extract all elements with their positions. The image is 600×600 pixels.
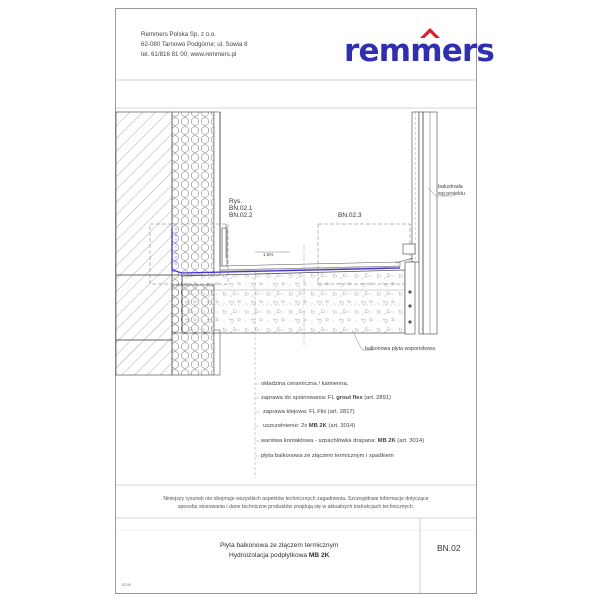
legend-item-tiles: okładzina ceramiczna / kamienna,: [261, 381, 349, 387]
waterproofing-line: [171, 228, 401, 274]
balcony-slab: [181, 269, 406, 334]
insulation-upper: [171, 111, 215, 276]
wall-upper: [115, 111, 173, 276]
disclaimer-note: Niniejszy rysunek nie obejmuje wszystkic…: [163, 496, 429, 510]
legend-item-contact-layer: warstwa kontaktowa - szpachlówka drapana…: [261, 438, 425, 444]
ref-label-bn022: BN.02.2: [229, 212, 253, 219]
drawing-code: BN.02: [437, 543, 461, 553]
thermal-break: [171, 274, 183, 334]
title-line-2: Hydroizolacja podpłytkowa MB 2K: [228, 552, 330, 559]
ref-label-bn021: BN.02.1: [229, 205, 253, 212]
company-address: 62-080 Tarnowo Podgórne; ul. Sowia 8: [141, 41, 248, 48]
detail-frame-1: [149, 223, 229, 285]
logo-roof-icon: [420, 28, 440, 38]
slope-label: 1,5%: [263, 252, 274, 257]
balustrade-label-1: balustrada: [438, 184, 463, 190]
legend-item-slab: płyta balkonowa ze złączem termicznym i …: [261, 453, 394, 459]
balustrade-post: [418, 111, 424, 335]
balustrade-label-2: wg projektu: [438, 191, 466, 197]
remmers-logo: remmers: [344, 33, 495, 69]
company-name: Remmers Polska Sp. z o.o.: [141, 31, 216, 38]
drawing-title: Płyta balkonowa ze złączem termicznym Hy…: [220, 541, 338, 561]
slab-label: balkonowa płyta wspornikowa: [365, 346, 436, 352]
floor-slab: [115, 274, 173, 341]
legend-item-sealing: uszczelnienie: 2x MB 2K (art. 3014): [263, 423, 356, 429]
title-line-1: Płyta balkonowa ze złączem termicznym: [220, 542, 339, 549]
legend-item-grout: zaprawa do spoinowania: FL grout flex (a…: [261, 395, 391, 401]
company-info: Remmers Polska Sp. z o.o. 62-080 Tarnowo…: [141, 30, 248, 60]
ref-label-bn023: BN.02.3: [338, 212, 362, 219]
ref-label-rys: Rys.: [229, 198, 242, 205]
drawing-date: 02.05: [122, 583, 131, 587]
legend-item-adhesive: zaprawa klejowa: FL Flix (art. 2817): [263, 409, 355, 415]
company-contact: tel. 61/816 81 00; www.remmers.pl: [141, 51, 237, 58]
